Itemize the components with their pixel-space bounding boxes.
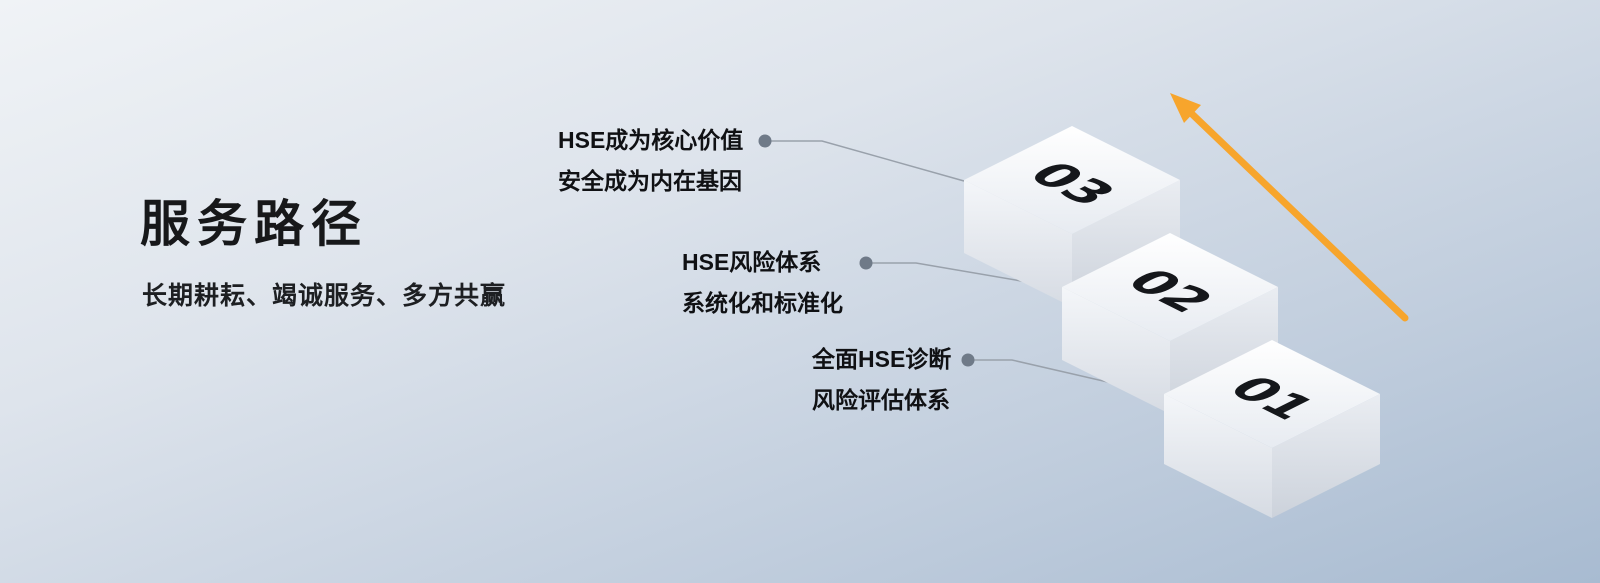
callout-step-1-line-2: 风险评估体系 <box>812 387 950 413</box>
page-title: 服务路径 <box>140 196 368 252</box>
step-2-left-face <box>1062 287 1170 414</box>
callout-step-2-line-1: HSE风险体系 <box>682 249 822 275</box>
step-1-left-face <box>1164 394 1272 518</box>
page-subtitle: 长期耕耘、竭诚服务、多方共赢 <box>142 282 507 310</box>
step-1: 01 <box>1164 340 1380 518</box>
callout-dot-step-1 <box>961 353 975 367</box>
callout-step-1-line-1: 全面HSE诊断 <box>812 346 952 372</box>
growth-arrow-head-icon <box>1170 93 1201 123</box>
step-1-right-face <box>1272 394 1380 518</box>
growth-arrow-shaft <box>1188 110 1409 322</box>
callout-step-2-line-2: 系统化和标准化 <box>682 290 843 316</box>
growth-arrow <box>1170 93 1409 322</box>
callout-step-1: 全面HSE诊断 风险评估体系 <box>812 339 951 421</box>
callout-step-3-line-2: 安全成为内在基因 <box>558 168 742 194</box>
callout-step-3: HSE成为核心价值 安全成为内在基因 <box>558 120 743 202</box>
step-3-top-face <box>964 126 1180 234</box>
step-2-top-face <box>1062 233 1278 341</box>
callout-step-3-line-1: HSE成为核心价值 <box>558 127 744 153</box>
callout-dot-step-2 <box>859 256 873 270</box>
callout-dot-step-3 <box>758 134 772 148</box>
connector-line-step-3 <box>765 140 965 182</box>
callout-step-2: HSE风险体系 系统化和标准化 <box>682 242 843 324</box>
step-3-left-face <box>964 180 1072 307</box>
connector-line-step-2 <box>866 262 1063 289</box>
step-1-top-face <box>1164 340 1380 448</box>
